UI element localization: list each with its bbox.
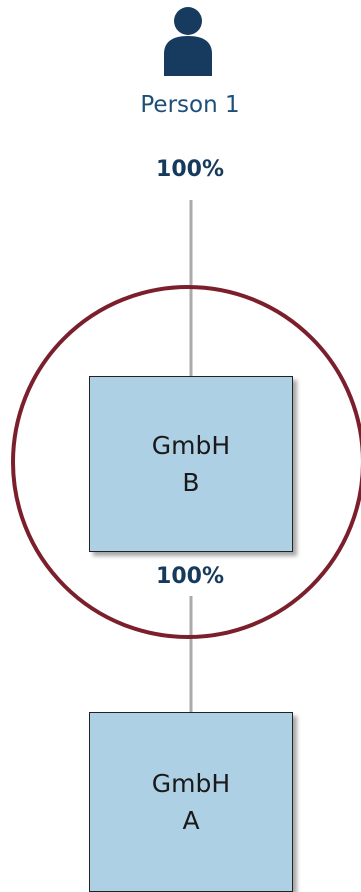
entity-name-line2: B: [182, 468, 200, 497]
person-label: Person 1: [140, 92, 240, 118]
entity-name-line2: A: [182, 806, 200, 835]
entity-box-gmbh-b: GmbH B: [89, 376, 293, 552]
highlight-circle: [11, 285, 361, 639]
person-icon: [164, 7, 212, 76]
ownership-share-gmbh-b-to-gmbh-a: 100%: [156, 564, 224, 589]
entity-name-line1: GmbH: [151, 431, 231, 460]
entity-name-line1: GmbH: [151, 769, 231, 798]
entity-box-gmbh-a: GmbH A: [89, 712, 293, 892]
ownership-share-person-to-gmbh-b: 100%: [156, 157, 224, 182]
